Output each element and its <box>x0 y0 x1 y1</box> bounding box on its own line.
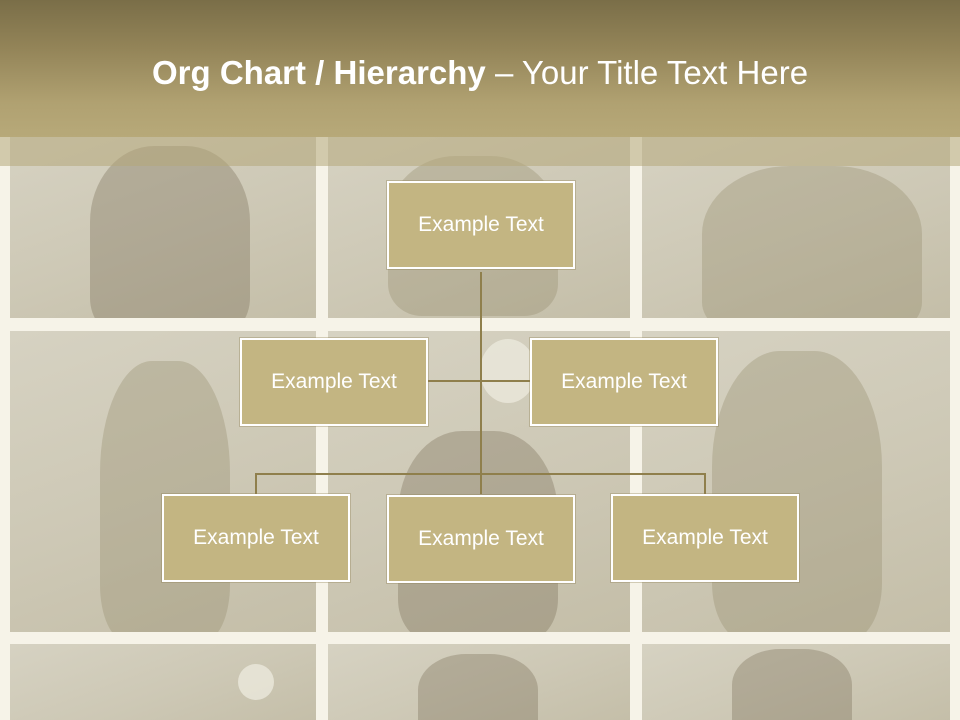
connector-assistant-bar <box>428 380 532 382</box>
background-photo-8 <box>328 644 630 720</box>
title-dash: – <box>494 54 514 91</box>
connector-child-right <box>704 473 706 495</box>
title-regular-part: Your Title Text Here <box>521 54 809 91</box>
org-node-child-left[interactable]: Example Text <box>162 494 350 582</box>
title-bold-part: Org Chart / Hierarchy <box>152 54 486 91</box>
connector-child-left <box>255 473 257 495</box>
org-node-assistant-left[interactable]: Example Text <box>240 338 428 426</box>
title-band-fade <box>0 137 960 166</box>
connector-trunk <box>480 272 482 494</box>
org-node-child-center[interactable]: Example Text <box>387 495 575 583</box>
org-node-top[interactable]: Example Text <box>387 181 575 269</box>
org-node-assistant-right[interactable]: Example Text <box>530 338 718 426</box>
background-photo-3 <box>642 136 950 318</box>
background-photo-1 <box>10 136 316 318</box>
background-photo-9 <box>642 644 950 720</box>
slide-title[interactable]: Org Chart / Hierarchy – Your Title Text … <box>152 54 808 92</box>
background-photo-7 <box>10 644 316 720</box>
org-node-child-right[interactable]: Example Text <box>611 494 799 582</box>
connector-children-bar <box>255 473 706 475</box>
title-band <box>0 0 960 137</box>
